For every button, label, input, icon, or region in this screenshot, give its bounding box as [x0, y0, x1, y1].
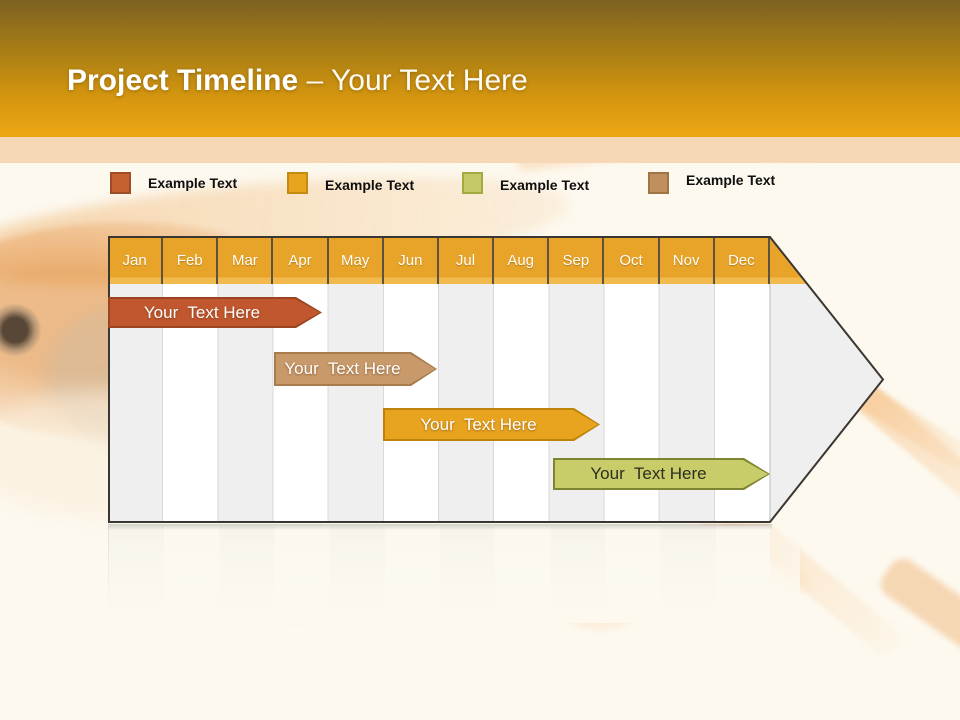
legend-swatch	[110, 172, 131, 194]
task-bar-1: Your Text Here	[108, 297, 322, 328]
page-title: Project Timeline – Your Text Here	[67, 64, 528, 98]
task-bar-3: Your Text Here	[383, 408, 600, 441]
task-bar-4: Your Text Here	[553, 458, 770, 490]
legend-label: Example Text	[500, 177, 590, 193]
month-cell-aug: Aug	[494, 236, 550, 284]
task-bar-3-fill	[385, 410, 598, 439]
task-bar-2: Your Text Here	[274, 352, 437, 386]
legend-swatch	[462, 172, 483, 194]
goldfish-tail-tip	[875, 553, 960, 685]
task-bar-2-label: Your Text Here	[284, 359, 401, 378]
legend-item: Example Text	[648, 170, 775, 196]
legend-label: Example Text	[148, 175, 238, 191]
month-cell-oct: Oct	[604, 236, 660, 284]
month-cell-dec: Dec	[715, 236, 770, 284]
page-title-bold: Project Timeline	[67, 64, 299, 97]
legend-swatch	[648, 172, 669, 194]
task-bar-4-label: Your Text Here	[590, 464, 707, 483]
legend-label: Example Text	[686, 172, 776, 188]
legend-label: Example Text	[325, 177, 415, 193]
goldfish-eye	[0, 303, 42, 357]
month-cell-may: May	[329, 236, 384, 284]
chart-reflection-fade	[100, 523, 800, 623]
title-banner: Project Timeline – Your Text Here	[0, 0, 960, 137]
header-accent-band	[0, 137, 960, 163]
month-cell-nov: Nov	[660, 236, 715, 284]
month-cell-sep: Sep	[549, 236, 605, 284]
chart-bottom-shadow	[108, 524, 772, 530]
legend-item: Example Text	[110, 170, 237, 196]
page-title-subtitle: – Your Text Here	[306, 64, 528, 97]
month-cell-jul: Jul	[439, 236, 495, 284]
legend-swatch	[287, 172, 308, 194]
legend-item: Example Text	[287, 170, 414, 196]
task-bar-3-label: Your Text Here	[420, 414, 537, 434]
task-bar-1-label: Your Text Here	[143, 302, 261, 322]
month-cell-jun: Jun	[384, 236, 439, 284]
legend-item: Example Text	[462, 170, 589, 196]
